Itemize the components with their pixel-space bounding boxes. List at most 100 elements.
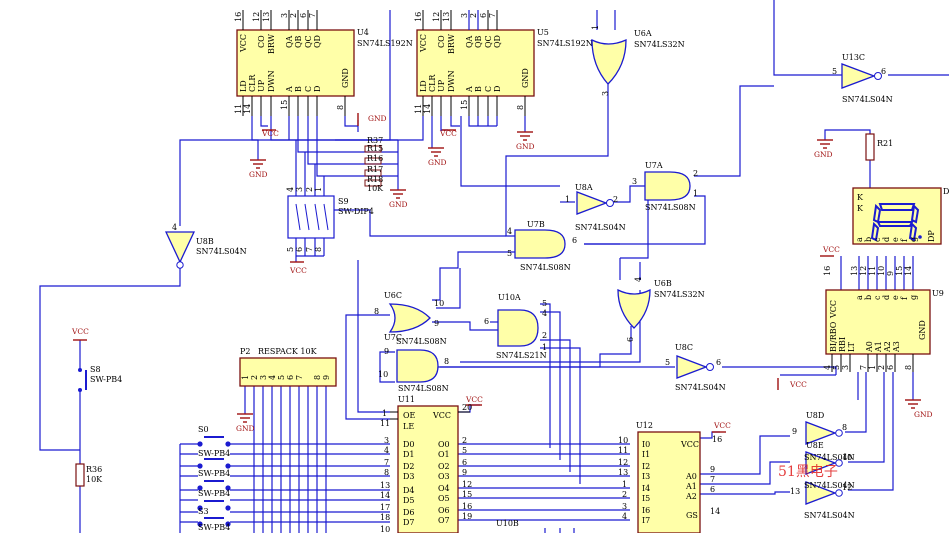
u4-a-label: A bbox=[285, 86, 294, 93]
vcc-label-4: VCC bbox=[71, 327, 89, 336]
u6c-ref: U6C bbox=[384, 291, 402, 300]
s9-pin1: 1 bbox=[314, 187, 323, 192]
s9-pin4: 4 bbox=[286, 187, 295, 192]
u4-dwn-label: DWN bbox=[267, 70, 276, 92]
u9-pin14: 14 bbox=[904, 266, 913, 276]
u8b-ref: U8B bbox=[196, 237, 214, 246]
u8e-part: SN74LS04N bbox=[804, 453, 855, 462]
u8f-pin13: 13 bbox=[790, 487, 800, 496]
vcc-label-5: VCC bbox=[822, 245, 840, 254]
u11-o3-label: O3 bbox=[438, 472, 450, 481]
u8c-part: SN74LS04N bbox=[675, 383, 726, 392]
u12-gs-label: GS bbox=[686, 511, 698, 520]
r36-resistor: R36 10K bbox=[75, 463, 103, 487]
gnd-label-1: GND bbox=[249, 170, 268, 179]
u12-pin7: 7 bbox=[710, 475, 715, 484]
u4-part: SN74LS192N bbox=[357, 39, 413, 48]
u4-qa-label: QA bbox=[285, 35, 294, 48]
display-f: f bbox=[900, 238, 909, 242]
u8d-pin9: 9 bbox=[792, 427, 797, 436]
u12-pin2: 2 bbox=[622, 490, 627, 499]
u9-d-label: d bbox=[882, 295, 891, 300]
u10b-ref: U10B bbox=[496, 519, 519, 528]
u8e-ref: U8E bbox=[806, 441, 824, 450]
u12-i4-label: I4 bbox=[642, 484, 650, 493]
u9-f-label: f bbox=[900, 296, 909, 300]
display-e: e bbox=[891, 237, 900, 242]
u11-o2-label: O2 bbox=[438, 462, 450, 471]
u5-pin8: 8 bbox=[516, 105, 525, 110]
u5-ld-label: LD bbox=[419, 80, 428, 92]
u5-up-label: UP bbox=[437, 79, 446, 92]
u4-qb-label: QB bbox=[294, 35, 303, 48]
u12-pin12: 12 bbox=[618, 458, 628, 467]
vcc-label-1: VCC bbox=[261, 129, 279, 138]
u5-ref: U5 bbox=[537, 28, 549, 37]
u9-pin13: 13 bbox=[850, 266, 859, 276]
display-g: g bbox=[909, 237, 918, 242]
u7c-pin10: 10 bbox=[378, 370, 388, 379]
u9-a3-label: A3 bbox=[892, 341, 901, 353]
u4-co-label: CO bbox=[257, 35, 266, 48]
s8-ref: S8 bbox=[90, 365, 101, 374]
u6c-pin10: 10 bbox=[434, 299, 444, 308]
u5-clr-label: CLR bbox=[428, 74, 437, 92]
u4-qc-label: QC bbox=[304, 35, 313, 48]
u11-d6-label: D6 bbox=[403, 508, 415, 517]
display-k1: K bbox=[857, 193, 864, 202]
u11-chip: U11 OE LE D0 D1 D2 D3 D4 D5 D6 D7 VCC O0… bbox=[380, 395, 472, 533]
u12-a1-label: A1 bbox=[685, 482, 697, 491]
u13c-part: SN74LS04N bbox=[842, 95, 893, 104]
u5-pin2: 2 bbox=[469, 13, 478, 18]
u9-pin6: 6 bbox=[886, 365, 895, 370]
gnd-label-8: GND bbox=[368, 114, 387, 123]
u10a-and-gate: U10A SN74LS21N 6 5 4 2 1 bbox=[484, 293, 547, 360]
s9-dip-switch: S9 SW-DIP4 4 3 2 1 5 6 7 8 bbox=[286, 187, 374, 252]
u6b-ref: U6B bbox=[654, 279, 672, 288]
u4-pin12: 12 bbox=[252, 12, 261, 22]
u9-pin4: 4 bbox=[823, 365, 832, 370]
p2-part: RESPACK 10K bbox=[258, 347, 318, 356]
u11-pin14: 14 bbox=[380, 491, 390, 500]
u5-chip: VCC CO BRW QA QB QC QD LD CLR UP DWN A B… bbox=[414, 10, 593, 116]
u11-o5-label: O5 bbox=[438, 494, 450, 503]
u4-pin16: 16 bbox=[234, 12, 243, 22]
u11-pin10: 10 bbox=[380, 525, 390, 533]
u5-qb-label: QB bbox=[474, 35, 483, 48]
u4-pin14: 14 bbox=[243, 104, 252, 114]
u6c-or-gate: U6C SN74LS08N 8 10 9 bbox=[374, 291, 447, 346]
watermark-text: 51黑电子 bbox=[778, 464, 838, 480]
u9-birbo-label: BI/RBO bbox=[829, 321, 838, 352]
r21-ref: R21 bbox=[877, 139, 893, 148]
u5-pin14: 14 bbox=[423, 104, 432, 114]
u12-pin9: 9 bbox=[710, 465, 715, 474]
wires bbox=[39, 0, 949, 533]
u6c-pin9: 9 bbox=[434, 319, 439, 328]
p2-pin4: 4 bbox=[268, 375, 277, 380]
u8b-inverter: U8B SN74LS04N 4 bbox=[164, 223, 247, 269]
u4-chip: VCC CO BRW QA QB QC QD LD CLR UP DWN A B… bbox=[234, 10, 413, 116]
u13c-pin5: 5 bbox=[832, 67, 837, 76]
vcc-label-3: VCC bbox=[289, 266, 307, 275]
btn-s4-part: SW-PB4 bbox=[198, 523, 230, 532]
u10a-ref: U10A bbox=[498, 293, 521, 302]
u8c-pin6: 6 bbox=[716, 358, 721, 367]
s9-pin2: 2 bbox=[305, 187, 314, 192]
u7a-pin3: 3 bbox=[632, 177, 637, 186]
u11-pin3: 3 bbox=[384, 436, 389, 445]
gnd-label-2: GND bbox=[428, 158, 447, 167]
s9-ref: S9 bbox=[338, 197, 349, 206]
u11-pin17: 17 bbox=[380, 503, 390, 512]
u9-pin2: 2 bbox=[877, 365, 886, 370]
u11-d2-label: D2 bbox=[403, 462, 415, 471]
u8a-part: SN74LS04N bbox=[575, 223, 626, 232]
u12-pin10: 10 bbox=[618, 436, 628, 445]
u13c-inverter: U13C SN74LS04N 5 6 bbox=[832, 53, 893, 104]
u8a-ref: U8A bbox=[575, 183, 593, 192]
gnd-label-3: GND bbox=[516, 142, 535, 151]
u11-pin20: 20 bbox=[462, 403, 472, 412]
u4-pin11: 11 bbox=[234, 104, 243, 114]
u10a-part: SN74LS21N bbox=[496, 351, 547, 360]
u11-d0-label: D0 bbox=[403, 440, 415, 449]
